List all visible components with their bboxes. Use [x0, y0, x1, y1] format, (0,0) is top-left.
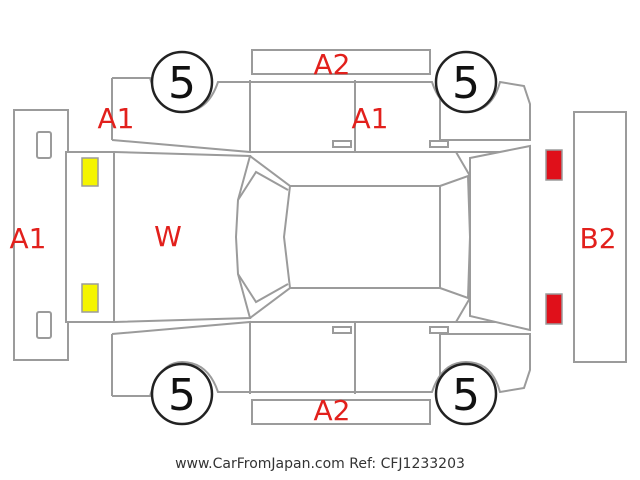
code-bottom-panel: A2 [314, 394, 351, 427]
top-side-skirt [111, 78, 456, 153]
windshield [237, 155, 292, 319]
bottom-door-handle-front [332, 326, 352, 334]
top-panel [251, 49, 431, 75]
tire-rear-left-circle [434, 50, 498, 114]
tire-rear-left-mark: 5 [452, 58, 480, 109]
rear-section [469, 144, 531, 332]
tire-rear-right-mark: 5 [452, 370, 480, 421]
front-bumper-notch-bottom [36, 311, 52, 339]
hood-outline [113, 151, 252, 323]
bottom-panel [251, 399, 431, 425]
code-top-door: A1 [352, 102, 389, 135]
taillight-bottom [545, 293, 563, 325]
headlight-top [81, 157, 99, 187]
tire-front-left-mark: 5 [168, 58, 196, 109]
tire-front-right-mark: 5 [168, 370, 196, 421]
taillight-top [545, 149, 563, 181]
tire-front-right-circle [150, 362, 214, 426]
windshield-inner [237, 273, 289, 304]
bottom-side-outline [112, 333, 531, 397]
bottom-side-skirt [111, 321, 456, 396]
bottom-door-handle-rear [429, 326, 449, 334]
headlight-bottom [81, 283, 99, 313]
code-front-bumper: A1 [10, 222, 47, 255]
code-rear-bumper: B2 [579, 222, 616, 255]
code-left-side-front: A1 [98, 102, 135, 135]
footer-site: www.CarFromJapan.com [175, 456, 345, 472]
tire-rear-right-circle [434, 362, 498, 426]
footer: www.CarFromJapan.com Ref: CFJ1233203 [0, 456, 640, 472]
top-door-handle-rear [429, 140, 449, 148]
footer-ref: Ref: CFJ1233203 [349, 456, 465, 472]
code-top-panel: A2 [314, 48, 351, 81]
front-bumper-notch-top [36, 131, 52, 159]
roof [290, 185, 441, 289]
rear-window [439, 151, 472, 323]
top-door-handle-front [332, 140, 352, 148]
code-hood: W [154, 220, 182, 253]
tire-front-left-circle [150, 50, 214, 114]
rear-bumper [573, 111, 627, 363]
front-bumper [13, 109, 69, 361]
